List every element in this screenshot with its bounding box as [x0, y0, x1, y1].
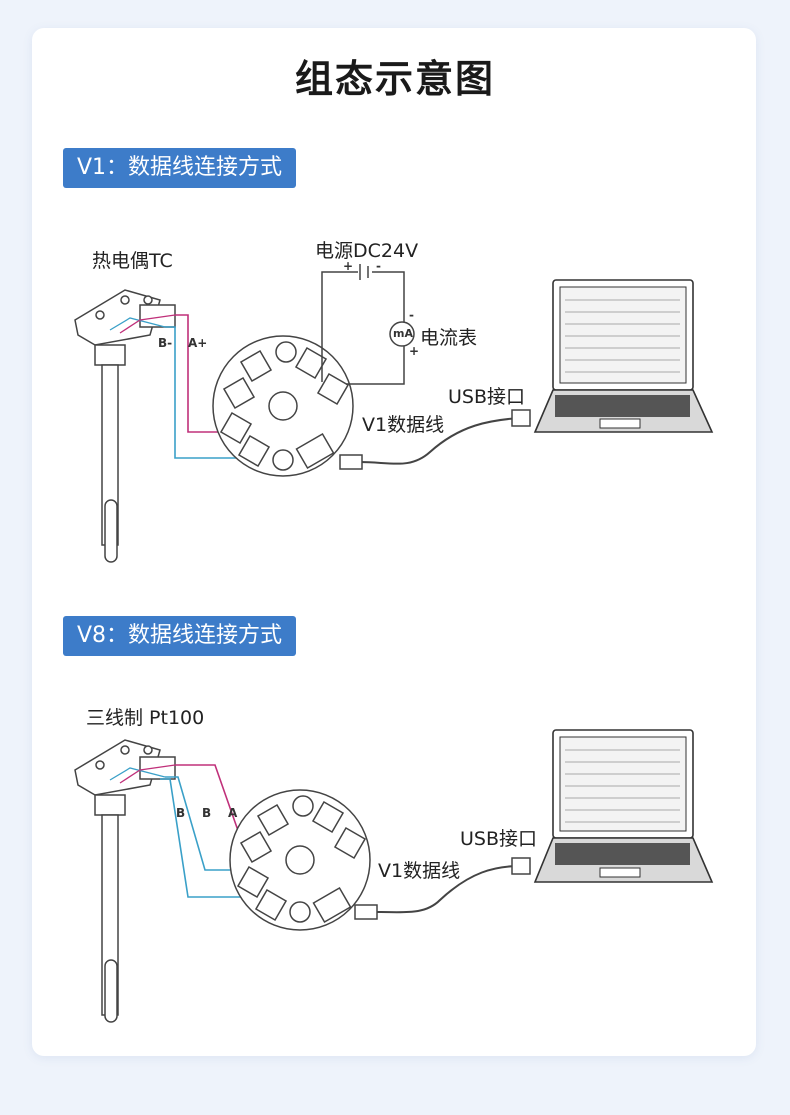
wire-b-1 — [165, 776, 240, 871]
wire-label-b-minus: B- — [158, 336, 173, 350]
wire-label-a: A — [228, 806, 238, 820]
wire-label-b-2: B — [202, 806, 212, 820]
transmitter-head — [229, 789, 371, 931]
wire-label-b-1: B — [176, 806, 186, 820]
transmitter-head — [212, 335, 354, 477]
power-label: 电源DC24V — [315, 240, 419, 262]
pt100-probe — [74, 739, 176, 1023]
wire-b-2 — [160, 778, 258, 898]
meter-label: 电流表 — [420, 327, 478, 349]
usb-label: USB接口 — [460, 828, 538, 850]
laptop-computer — [533, 279, 714, 433]
meter-plus-sign: + — [409, 344, 420, 358]
laptop-computer — [533, 729, 714, 883]
wire-label-a-plus: A+ — [188, 336, 208, 350]
meter-minus-sign: - — [409, 308, 414, 322]
usb-label: USB接口 — [448, 386, 526, 408]
cable-label: V1数据线 — [362, 414, 445, 436]
battery-plus-sign: + — [343, 259, 354, 273]
meter-symbol: mA — [393, 327, 413, 340]
content-card — [32, 28, 756, 1056]
usb-cable — [360, 865, 521, 914]
usb-cable — [345, 417, 521, 465]
sensor-label: 热电偶TC — [92, 250, 173, 272]
thermocouple-probe — [74, 289, 176, 563]
cable-label: V1数据线 — [378, 860, 461, 882]
power-loop — [321, 264, 415, 385]
battery-minus-sign: - — [376, 259, 381, 273]
wire-a — [175, 764, 243, 843]
wire-a-plus — [175, 314, 240, 433]
section-tag-v8: V8：数据线连接方式 — [63, 616, 297, 656]
page-title: 组态示意图 — [294, 57, 495, 101]
section-tag-v1: V1：数据线连接方式 — [63, 148, 297, 188]
sensor-label: 三线制 Pt100 — [86, 707, 205, 729]
wire-b-minus — [165, 326, 250, 459]
